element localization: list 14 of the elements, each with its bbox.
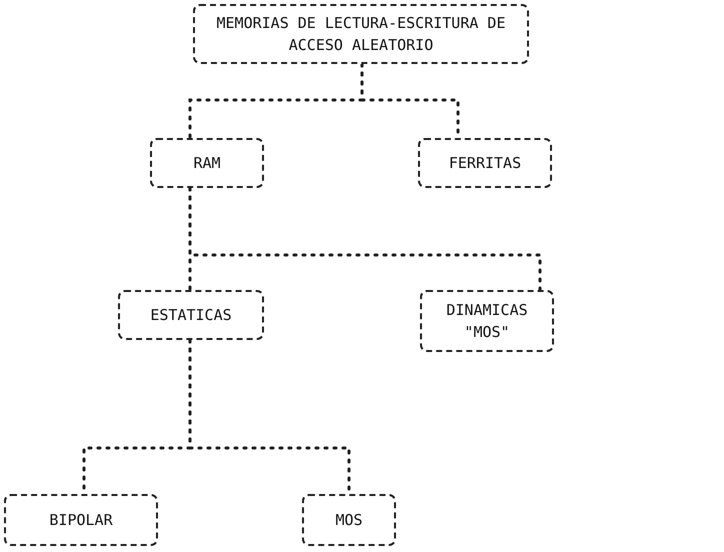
dashed-box <box>118 290 264 340</box>
box-label: FERRITAS <box>448 153 522 174</box>
dashed-box <box>418 138 552 188</box>
dashed-box <box>4 494 158 546</box>
box-label: MEMORIAS DE LECTURA-ESCRITURA DE ACCESO ALEATORIO <box>216 13 506 56</box>
box-label: ESTATICAS <box>150 305 232 326</box>
box-label: DINAMICAS "MOS" <box>445 300 529 343</box>
box-label: RAM <box>193 153 221 174</box>
dashed-box <box>193 4 529 64</box>
box-label: MOS <box>335 510 363 531</box>
dashed-box <box>420 290 554 352</box>
dashed-box <box>150 138 264 188</box>
box-label: BIPOLAR <box>49 510 113 531</box>
dashed-box <box>302 494 396 546</box>
